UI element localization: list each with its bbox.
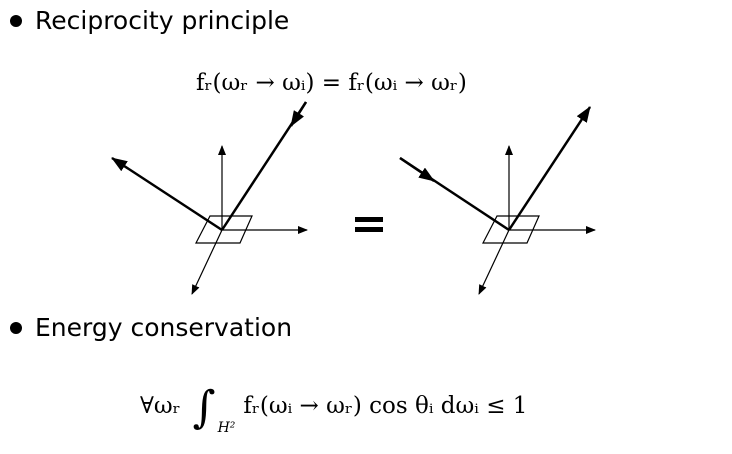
surface-patch [195, 215, 253, 244]
equals-sign [355, 217, 383, 232]
y-axis-arrow [191, 229, 223, 295]
bullet-dot-icon [10, 14, 22, 27]
outgoing-ray-arrow [507, 106, 592, 231]
right-diagram [399, 106, 596, 295]
bullet-label: Energy conservation [35, 313, 293, 342]
bullet-dot-icon [10, 321, 22, 334]
bullet-energy: Energy conservation [10, 313, 292, 342]
integral-domain: H² [217, 419, 236, 436]
y-axis-arrow [478, 229, 510, 295]
reciprocity-equation: fᵣ(ωᵣ → ωᵢ) = fᵣ(ωᵢ → ωᵣ) [196, 70, 467, 96]
left-diagram [111, 101, 308, 295]
integral-sign: ∫ [192, 382, 216, 433]
bullet-label: Reciprocity principle [35, 6, 290, 35]
forall-term: ∀ωᵣ [140, 392, 181, 419]
incoming-ray-arrowhead-icon [399, 156, 435, 183]
energy-equation: ∀ωᵣ ∫ H² fᵣ(ωᵢ → ωᵣ) cos θᵢ dωᵢ ≤ 1 [140, 380, 528, 436]
surface-patch [482, 215, 540, 244]
outgoing-ray-arrow [111, 156, 223, 232]
bullet-reciprocity: Reciprocity principle [10, 6, 289, 35]
integrand: fᵣ(ωᵢ → ωᵣ) cos θᵢ dωᵢ ≤ 1 [243, 392, 528, 419]
incoming-ray-arrowhead-icon [289, 101, 308, 127]
